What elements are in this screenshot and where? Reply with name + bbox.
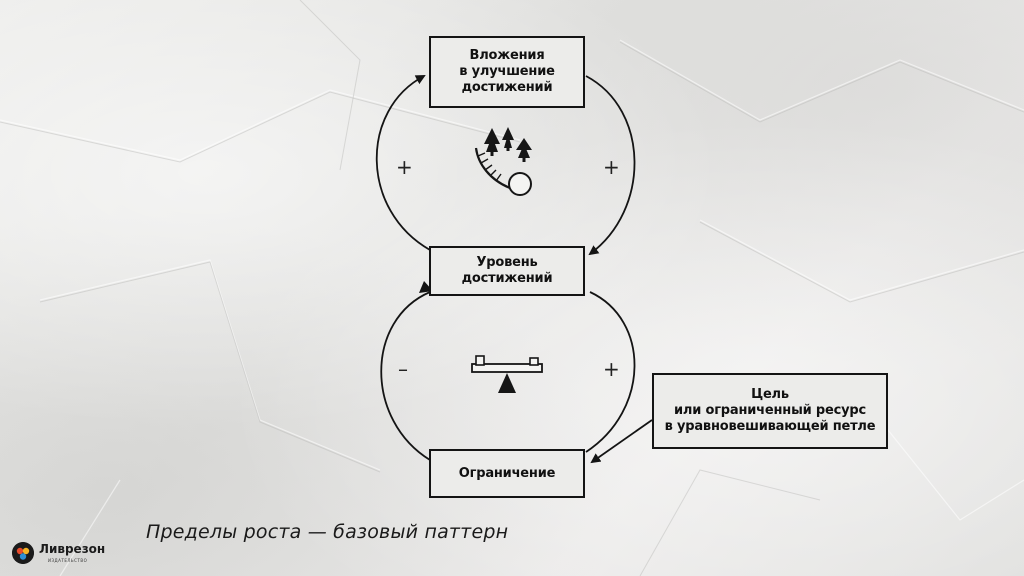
sign-lower-left: – [398,357,408,381]
logo-mark-icon [12,542,34,564]
arrow-goal-to-limit [590,419,653,464]
node-level-of-achievement: Уровень достижений [429,246,585,296]
node-goal-or-limited-resource: Цель или ограниченный ресурс в уравновеш… [652,373,888,449]
node-limit: Ограничение [429,449,585,498]
arrow-limit-to-level [585,291,636,453]
sign-upper-left: + [396,155,413,179]
arrow-level-to-investment [375,75,431,251]
diagram-caption: Пределы роста — базовый паттерн [146,521,509,543]
node-investment: Вложения в улучшение достижений [429,36,585,108]
arrow-investment-to-level [585,75,636,256]
snowball-rolling-downhill-icon [474,127,532,196]
arrow-level-to-limit [380,291,431,461]
sign-upper-right: + [603,155,620,179]
logo-subtitle: ИЗДАТЕЛЬСТВО [48,558,88,563]
logo-name: Ливрезон [39,542,106,556]
sign-lower-right: + [603,357,620,381]
balance-seesaw-icon [471,355,543,393]
publisher-logo: Ливрезон ИЗДАТЕЛЬСТВО [12,542,122,570]
